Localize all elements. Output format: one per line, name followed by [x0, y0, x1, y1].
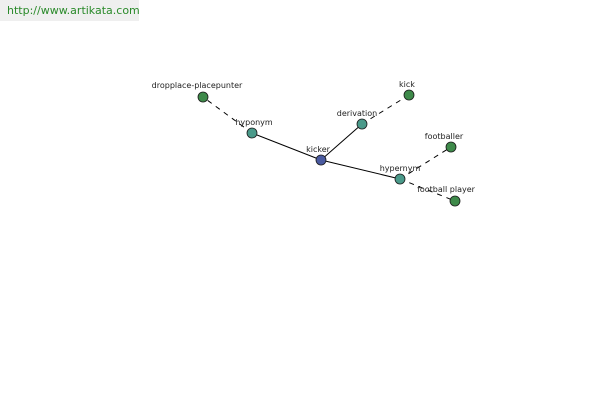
edge-kicker-hypernym [320, 159, 401, 180]
nodes-layer [197, 89, 461, 207]
node-hypernym[interactable] [394, 173, 406, 185]
edge-kicker-hyponym [251, 132, 322, 161]
node-kicker[interactable] [315, 154, 327, 166]
node-footballer[interactable] [445, 141, 457, 153]
node-derivation[interactable] [356, 118, 368, 130]
node-label-dropplace[interactable]: dropplace-placepunter [152, 81, 243, 90]
node-dropplace[interactable] [197, 91, 209, 103]
node-label-kicker[interactable]: kicker [306, 145, 331, 154]
node-label-kick[interactable]: kick [399, 80, 415, 89]
node-label-footballer[interactable]: footballer [425, 132, 464, 141]
node-hyponym[interactable] [246, 127, 258, 139]
edge-hyponym-dropplace [202, 96, 253, 134]
node-label-derivation[interactable]: derivation [337, 109, 377, 118]
node-kick[interactable] [403, 89, 415, 101]
labels-layer: kicker hyponym derivation hypernym dropplace… [152, 80, 476, 194]
node-label-hypernym[interactable]: hypernym [380, 164, 421, 173]
node-label-hyponym[interactable]: hyponym [235, 118, 273, 127]
node-label-football-player[interactable]: football player [417, 185, 476, 194]
edge-kicker-derivation [320, 123, 363, 161]
node-football-player[interactable] [449, 195, 461, 207]
edges-layer [202, 94, 456, 202]
site-url-text[interactable]: http://www.artikata.com [7, 4, 140, 17]
site-url-banner: http://www.artikata.com [0, 0, 140, 21]
edge-hypernym-footballer [399, 146, 452, 180]
